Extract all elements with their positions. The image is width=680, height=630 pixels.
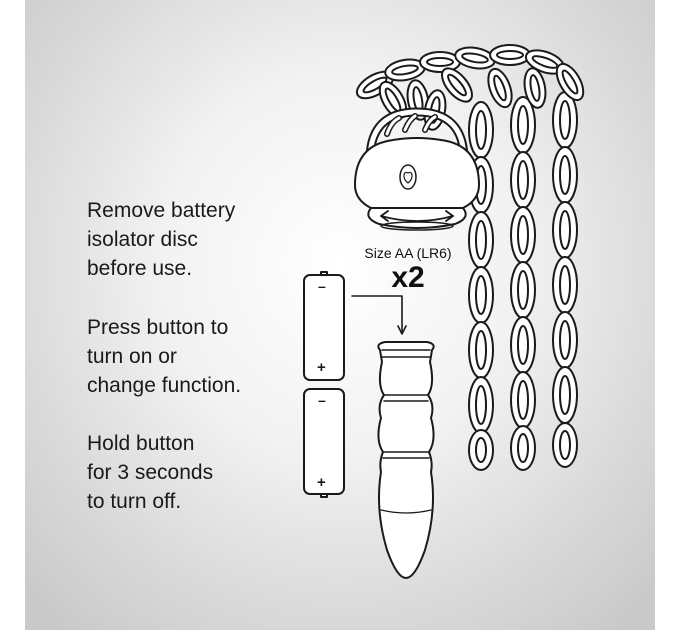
battery-bottom-minus: – xyxy=(318,392,326,408)
battery-quantity-label: x2 xyxy=(391,261,425,294)
battery-size-label: Size AA (LR6) xyxy=(364,245,452,261)
chain-strand-middle xyxy=(510,96,536,471)
instruction-line: Press button to xyxy=(87,316,229,339)
instruction-remove-disc: Remove battery isolator disc before use. xyxy=(87,196,317,283)
instruction-line: Remove battery xyxy=(87,199,236,222)
battery-top-plus: + xyxy=(317,359,326,376)
instruction-line: for 3 seconds xyxy=(87,461,214,484)
instruction-line: turn on or xyxy=(87,345,177,368)
instruction-hold-button: Hold button for 3 seconds to turn off. xyxy=(87,429,317,516)
instruction-line: isolator disc xyxy=(87,228,198,251)
battery-icon xyxy=(303,271,345,498)
instruction-panel: Remove battery isolator disc before use.… xyxy=(25,0,655,630)
battery-top-minus: – xyxy=(318,278,326,294)
heart-logo-icon xyxy=(399,164,417,190)
instruction-line: to turn off. xyxy=(87,490,182,513)
instruction-press-button: Press button to turn on or change functi… xyxy=(87,313,317,400)
instruction-line: change function. xyxy=(87,374,242,397)
insert-arrow-icon xyxy=(351,295,407,335)
instruction-line: Hold button xyxy=(87,432,195,455)
product-illustration xyxy=(303,44,585,579)
battery-bottom-plus: + xyxy=(317,474,326,491)
rotate-arrow-icon xyxy=(380,210,454,222)
chain-top-links xyxy=(355,44,585,131)
instruction-line: before use. xyxy=(87,257,193,280)
padlock-icon xyxy=(354,107,480,231)
chain-strand-right xyxy=(552,91,578,468)
plug-body-icon xyxy=(377,341,435,579)
